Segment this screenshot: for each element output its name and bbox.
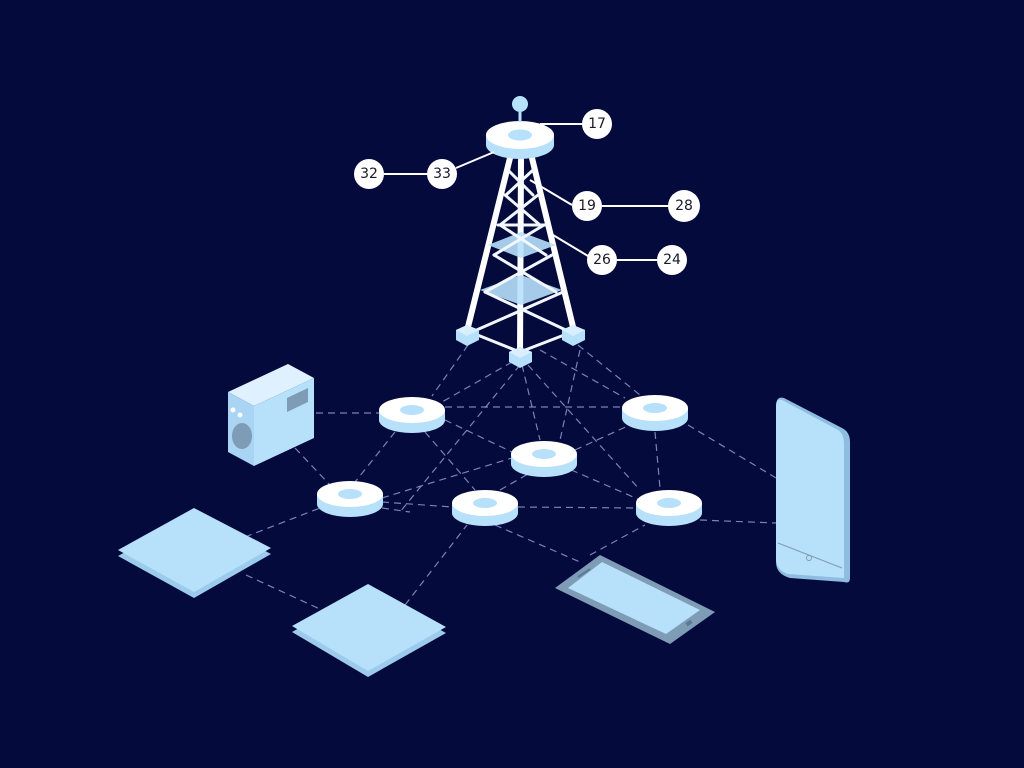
- antenna-ball: [512, 96, 528, 112]
- callout-19: 19: [572, 191, 602, 221]
- speaker-device: [228, 364, 314, 466]
- hub-node-5: [452, 490, 518, 526]
- callout-label: 33: [433, 166, 451, 182]
- callout-32: 32: [354, 159, 384, 189]
- callout-17: 17: [582, 109, 612, 139]
- callout-28: 28: [668, 190, 700, 222]
- tablet-bottom-device: [292, 584, 446, 677]
- tower-base-feet: [456, 325, 585, 368]
- hub-node-1: [379, 397, 445, 433]
- callout-label: 24: [663, 252, 681, 268]
- network-links: [244, 344, 777, 611]
- callout-label: 19: [578, 198, 596, 214]
- hub-node-6: [636, 490, 702, 526]
- speaker-cone-icon: [232, 423, 252, 449]
- callout-24: 24: [657, 245, 687, 275]
- hub-node-3: [511, 441, 577, 477]
- callout-label: 28: [675, 198, 693, 214]
- top-platform: [486, 121, 554, 159]
- phone-upright-device: [776, 397, 850, 583]
- cell-tower: [456, 96, 585, 368]
- speaker-display-icon: [287, 388, 308, 412]
- hub-node-2: [622, 395, 688, 431]
- callout-leaders: [384, 123, 668, 261]
- callout-26: 26: [587, 245, 617, 275]
- home-button-icon: [806, 555, 812, 561]
- callout-label: 26: [593, 252, 611, 268]
- callout-label: 32: [360, 166, 378, 182]
- hub-node-4: [317, 481, 383, 517]
- callout-label: 17: [588, 116, 606, 132]
- callout-33: 33: [427, 159, 457, 189]
- phone-flat-device: [555, 555, 715, 644]
- tablet-left-device: [118, 508, 271, 598]
